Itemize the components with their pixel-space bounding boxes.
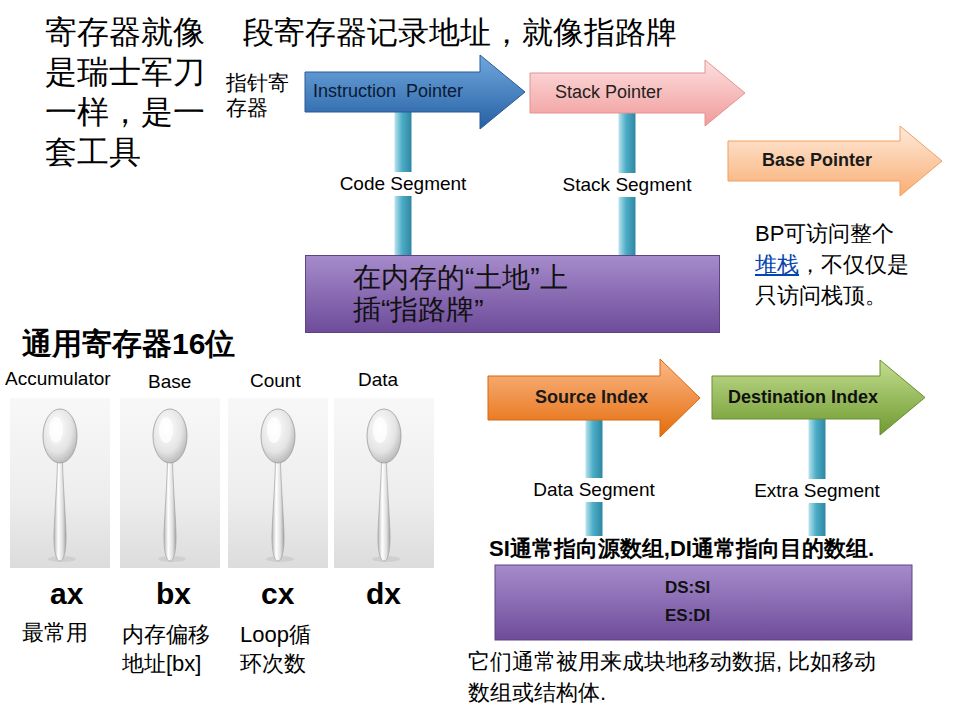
register-name: Base	[148, 370, 191, 393]
register-name: Count	[250, 369, 301, 392]
note-text: BP可访问整个	[755, 221, 894, 246]
arrow-shape	[488, 359, 700, 437]
label-slot: Accumulator	[5, 367, 111, 390]
label-slot: 最常用	[22, 620, 88, 646]
label-slot: 段寄存器记录地址，就像指路牌	[243, 14, 677, 51]
label-slot: Data	[358, 368, 398, 391]
box-line: DS:SI	[665, 574, 912, 602]
label-slot: 它们通常被用来成块地移动数据, 比如移动数组或结构体.	[468, 646, 888, 708]
index-arrow: Destination Index	[712, 376, 925, 419]
spoon-picture	[120, 398, 220, 568]
label-slot: Loop循环次数	[240, 620, 320, 678]
pointer-arrow: Stack Pointer	[530, 73, 745, 113]
arrow-label: Instruction Pointer	[313, 82, 463, 102]
box-line: ES:DI	[665, 602, 912, 630]
note-text: 指针寄存器	[226, 70, 292, 120]
pointer-arrow: Base Pointer	[728, 141, 942, 181]
edge-label-slot: Stack Segment	[560, 173, 695, 197]
register-note: 最常用	[22, 620, 88, 646]
register-note: 内存偏移地址[bx]	[122, 620, 218, 678]
memory-box: SI通常指向源数组,DI通常指向目的数组. DS:SIES:DI	[487, 536, 912, 640]
note-text: 它们通常被用来成块地移动数据, 比如移动数组或结构体.	[468, 646, 888, 708]
register-name: Accumulator	[5, 367, 111, 390]
register-code: bx	[156, 576, 191, 612]
heading-text: 段寄存器记录地址，就像指路牌	[243, 14, 677, 51]
segment-label: Extra Segment	[751, 479, 883, 503]
label-slot: Base	[148, 370, 191, 393]
arrow-shape	[712, 360, 925, 435]
label-slot: bx	[156, 576, 191, 612]
box-text: 在内存的“土地”上插“指路牌”	[353, 262, 593, 326]
edge-label-slot: Data Segment	[530, 478, 657, 502]
segment-label: Data Segment	[530, 478, 657, 502]
register-note: Loop循环次数	[240, 620, 320, 678]
arrow-label: Base Pointer	[762, 151, 872, 171]
box-shape	[495, 565, 912, 640]
arrow-shape	[530, 60, 745, 126]
memory-box: 在内存的“土地”上插“指路牌”	[305, 255, 720, 333]
arrow-shape	[305, 55, 525, 129]
arrow-label: Source Index	[535, 388, 648, 408]
segment-label: Stack Segment	[560, 173, 695, 197]
register-code: cx	[261, 576, 294, 612]
register-code: ax	[50, 576, 83, 612]
box-body: DS:SIES:DI	[487, 574, 912, 630]
spoon-picture	[334, 398, 434, 568]
label-slot: 通用寄存器16位	[22, 326, 235, 362]
arrow-label: Destination Index	[728, 388, 878, 408]
box-heading: SI通常指向源数组,DI通常指向目的数组.	[487, 536, 876, 562]
label-slot: ax	[50, 576, 83, 612]
label-slot: 内存偏移地址[bx]	[122, 620, 218, 678]
label-slot: 指针寄存器	[226, 70, 292, 120]
spoon-picture	[228, 398, 328, 568]
spoon-picture	[10, 398, 110, 568]
heading-text: 寄存器就像是瑞士军刀一样，是一套工具	[45, 12, 215, 172]
pointer-arrow: Instruction Pointer	[305, 72, 525, 112]
register-name: Data	[358, 368, 398, 391]
register-code: dx	[366, 576, 401, 612]
arrow-label: Stack Pointer	[555, 83, 662, 103]
label-slot: 寄存器就像是瑞士军刀一样，是一套工具	[45, 12, 215, 172]
segment-label: Code Segment	[337, 172, 470, 196]
index-arrow: Source Index	[488, 376, 700, 420]
note-block: BP可访问整个堆栈，不仅仅是只访问栈顶。	[755, 218, 915, 311]
label-slot: cx	[261, 576, 294, 612]
edge-label-slot: Extra Segment	[751, 479, 883, 503]
label-slot: Count	[250, 369, 301, 392]
arrow-shape	[728, 126, 942, 196]
label-slot: dx	[366, 576, 401, 612]
edge-label-slot: Code Segment	[337, 172, 470, 196]
link-text: 堆栈	[755, 252, 799, 277]
section-heading: 通用寄存器16位	[22, 326, 235, 362]
